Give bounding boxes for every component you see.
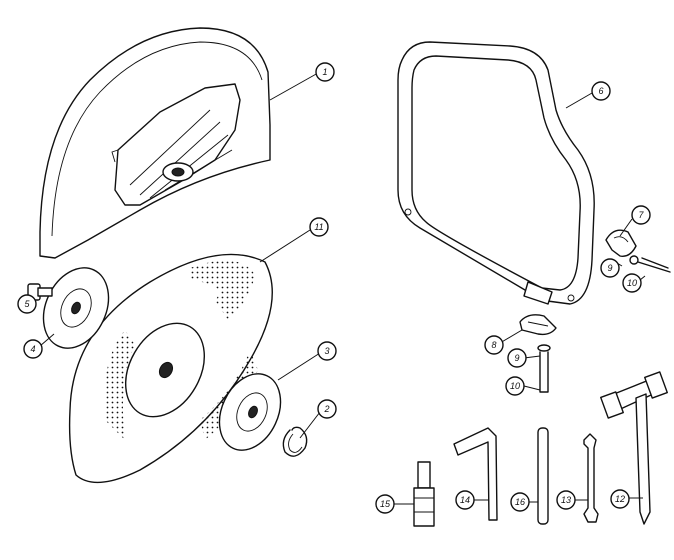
wheel-guard — [39, 27, 271, 259]
callout-label: 1 — [322, 67, 327, 77]
outer-flange — [218, 373, 282, 451]
callout-label: 8 — [491, 340, 496, 350]
callout-c7: 7 — [631, 205, 651, 225]
inner-flange — [42, 267, 110, 349]
callout-c2: 2 — [317, 399, 337, 419]
callout-label: 14 — [460, 495, 470, 505]
callout-c9a: 9 — [600, 258, 620, 278]
callout-label: 4 — [30, 344, 35, 354]
callout-c10b: 10 — [505, 376, 525, 396]
snap-ring — [282, 426, 308, 457]
callout-c3: 3 — [317, 341, 337, 361]
callout-label: 3 — [324, 346, 329, 356]
callout-label: 15 — [380, 499, 391, 509]
cutting-disc — [68, 253, 273, 484]
callout-c11: 11 — [309, 217, 329, 237]
callout-c6: 6 — [591, 81, 611, 101]
callout-c14: 14 — [455, 490, 475, 510]
callout-label: 10 — [510, 381, 520, 391]
open-end-wrench — [583, 433, 599, 523]
callout-label: 12 — [615, 494, 625, 504]
callout-label: 2 — [323, 404, 329, 414]
callout-c9b: 9 — [507, 348, 527, 368]
callout-label: 11 — [314, 222, 323, 232]
combination-wrench — [600, 371, 668, 525]
lower-bolt — [537, 344, 551, 393]
callout-c1: 1 — [315, 62, 335, 82]
callout-label: 6 — [598, 86, 603, 96]
callout-c10a: 10 — [622, 273, 642, 293]
clamp-bolt — [629, 255, 671, 273]
callout-label: 9 — [514, 353, 519, 363]
screwdriver-bit — [413, 461, 435, 527]
lower-clamp — [519, 314, 557, 336]
leader-lines — [29, 72, 646, 505]
callout-label: 16 — [515, 497, 525, 507]
callout-c5: 5 — [17, 294, 37, 314]
callout-label: 5 — [24, 299, 30, 309]
callout-label: 7 — [638, 210, 644, 220]
hex-key — [453, 427, 498, 521]
callout-c12: 12 — [610, 489, 630, 509]
callout-c15: 15 — [375, 494, 395, 514]
handle-frame — [397, 41, 595, 305]
callout-c8: 8 — [484, 335, 504, 355]
drift-pin — [537, 427, 549, 525]
callout-c13: 13 — [556, 490, 576, 510]
callout-c4: 4 — [23, 339, 43, 359]
callout-c16: 16 — [510, 492, 530, 512]
callout-label: 10 — [627, 278, 637, 288]
handle-clamp — [605, 229, 637, 257]
callout-label: 13 — [561, 495, 571, 505]
callout-label: 9 — [607, 263, 612, 273]
